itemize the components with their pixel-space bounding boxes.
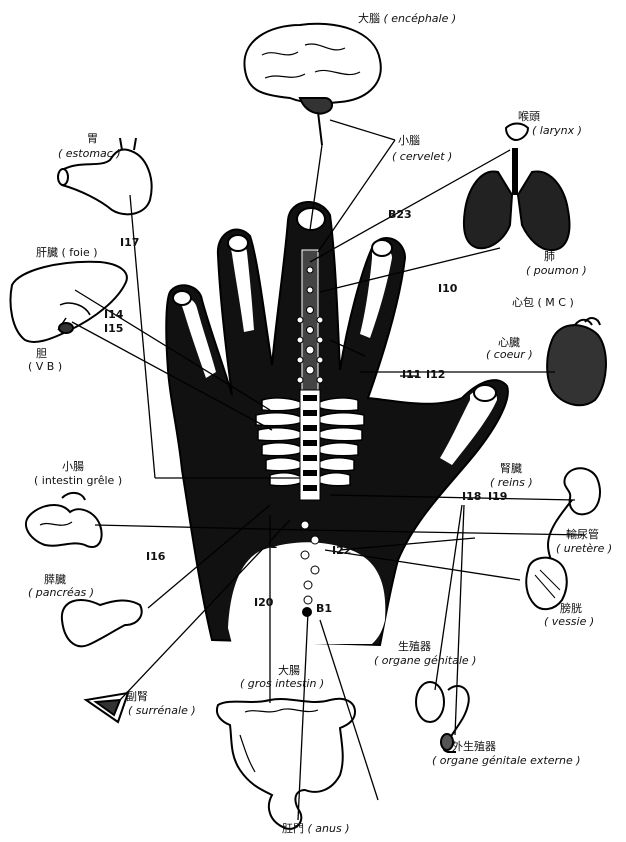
label-bladder-fr: ( vessie ) [544, 615, 595, 628]
label-small-intestine-zh: 小腸 [62, 460, 84, 473]
label-kidney-zh: 腎臓 [500, 462, 522, 475]
label-gallbladder-zh: 胆 [36, 347, 47, 360]
label-pancreas-zh: 膵臓 [44, 573, 66, 586]
label-pancreas-fr: ( pancréas ) [28, 586, 95, 599]
code-i21: I21 [258, 538, 278, 551]
label-small-intestine-fr: ( intestin grêle ) [34, 474, 123, 487]
small-intestine-illustration [25, 492, 103, 548]
label-bladder-zh: 膀胱 [560, 602, 582, 615]
code-i19: I19 [488, 490, 508, 503]
code-i15: I15 [104, 322, 124, 335]
label-cerebellum-zh: 小腦 [398, 134, 420, 147]
liver-illustration [9, 260, 128, 343]
label-stomach-fr: ( estomac ) [58, 147, 121, 160]
stomach-illustration [57, 137, 153, 216]
code-b1: B1 [316, 602, 333, 615]
label-external-genital-fr: ( organe génitale externe ) [432, 754, 581, 767]
label-gallbladder-fr: ( V B ) [28, 360, 63, 373]
label-ureter-fr: ( uretère ) [556, 542, 613, 555]
label-lung-fr: ( poumon ) [526, 264, 587, 277]
label-larynx-zh: 喉頭 [518, 110, 540, 123]
label-genital-zh: 生殖器 [398, 640, 431, 653]
code-i18: I18 [462, 490, 482, 503]
label-lung-zh: 肺 [544, 250, 555, 263]
label-pericardium: 心包 ( M C ) [512, 296, 574, 309]
label-genital-fr: ( organe génitale ) [374, 654, 477, 667]
brain-illustration [243, 22, 382, 146]
code-i16: I16 [146, 550, 166, 563]
label-cerebellum-fr: ( cervelet ) [392, 150, 453, 163]
label-large-intestine-zh: 大腸 [278, 664, 300, 677]
code-b23: B23 [388, 208, 412, 221]
label-external-genital-zh: 外生殖器 [452, 740, 496, 753]
label-liver: 肝臓 ( foie ) [36, 246, 98, 259]
label-anus: 肛門 ( anus ) [282, 822, 350, 835]
lungs-illustration [462, 122, 571, 252]
label-ureter-zh: 輸尿管 [566, 528, 599, 541]
spine-illustration [255, 249, 365, 617]
label-adrenal-zh: 副腎 [126, 690, 148, 703]
label-large-intestine-fr: ( gros intestin ) [240, 677, 325, 690]
label-stomach-zh: 胃 [87, 132, 98, 145]
label-heart-fr: ( coeur ) [486, 348, 533, 361]
genital-illustration [415, 681, 470, 753]
code-i10: I10 [438, 282, 458, 295]
code-i12: I12 [426, 368, 446, 381]
bladder-illustration [525, 556, 568, 611]
leader-lines [71, 119, 586, 821]
large-intestine-illustration [216, 697, 357, 830]
label-kidney-fr: ( reins ) [490, 476, 533, 489]
label-brain: 大腦 ( encéphale ) [358, 12, 457, 25]
code-i17: I17 [120, 236, 140, 249]
label-heart-zh: 心臓 [498, 336, 520, 349]
label-adrenal-fr: ( surrénale ) [128, 704, 196, 717]
heart-illustration [546, 317, 607, 407]
code-i14: I14 [104, 308, 124, 321]
code-i22: I22 [332, 544, 352, 557]
label-larynx-fr: ( larynx ) [532, 124, 582, 137]
pancreas-illustration [60, 599, 143, 648]
adrenal-illustration [83, 691, 130, 724]
code-i11: I11 [402, 368, 422, 381]
code-i20: I20 [254, 596, 274, 609]
